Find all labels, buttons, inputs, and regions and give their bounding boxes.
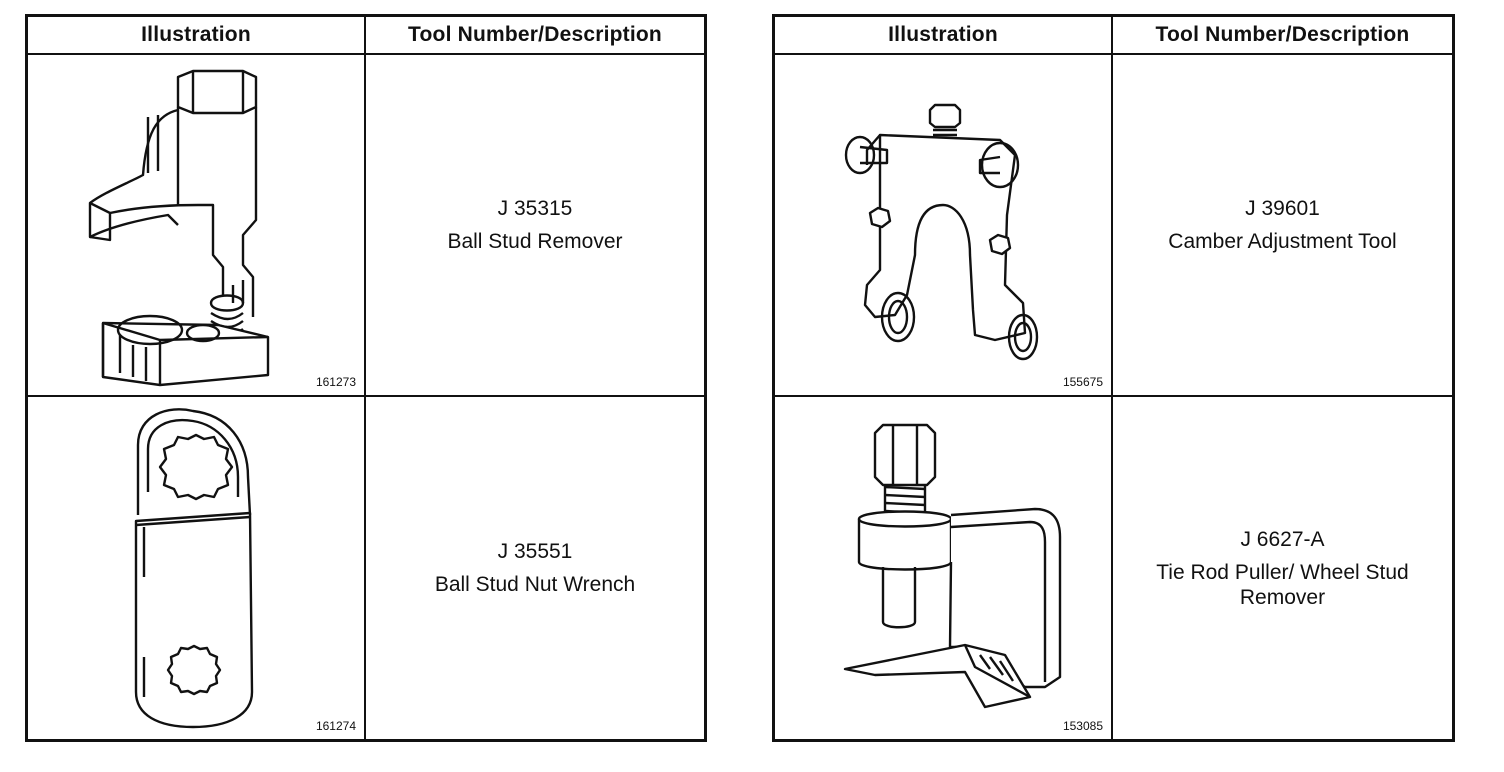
tool-number: J 6627-A [1240,527,1325,551]
tool-table-left: Illustration Tool Number/Description [25,14,707,742]
illustration-cell: 161273 [28,55,366,397]
header-illustration: Illustration [28,17,366,55]
illustration-cell: 153085 [775,397,1113,739]
tool-description: Ball Stud Nut Wrench [434,573,636,596]
header-tool-number-description: Tool Number/Description [1113,17,1452,55]
figure-number: 153085 [1062,719,1103,733]
tool-description: Ball Stud Remover [447,230,623,253]
tool-table-right: Illustration Tool Number/Description [772,14,1455,742]
tool-description-cell: J 39601 Camber Adjustment Tool [1113,55,1452,397]
header-illustration: Illustration [775,17,1113,55]
tool-description-cell: J 35315 Ball Stud Remover [366,55,704,397]
tool-description-cell: J 6627-A Tie Rod Puller/ Wheel Stud Remo… [1113,397,1452,739]
illustration-cell: 155675 [775,55,1113,397]
ball-stud-remover-icon [28,55,364,395]
figure-number: 161274 [315,719,356,733]
tool-number: J 35315 [497,197,573,220]
tie-rod-puller-icon [775,397,1111,737]
tool-number: J 39601 [1245,197,1320,220]
illustration-cell: 161274 [28,397,366,739]
tool-number: J 35551 [497,540,573,563]
ball-stud-nut-wrench-icon [28,397,364,737]
tool-description: Camber Adjustment Tool [1168,230,1397,253]
tool-description: Tie Rod Puller/ Wheel Stud Remover [1156,560,1409,609]
figure-number: 155675 [1062,375,1103,389]
tool-description-cell: J 35551 Ball Stud Nut Wrench [366,397,704,739]
header-tool-number-description: Tool Number/Description [366,17,704,55]
camber-adjustment-tool-icon [775,55,1111,395]
figure-number: 161273 [315,375,356,389]
